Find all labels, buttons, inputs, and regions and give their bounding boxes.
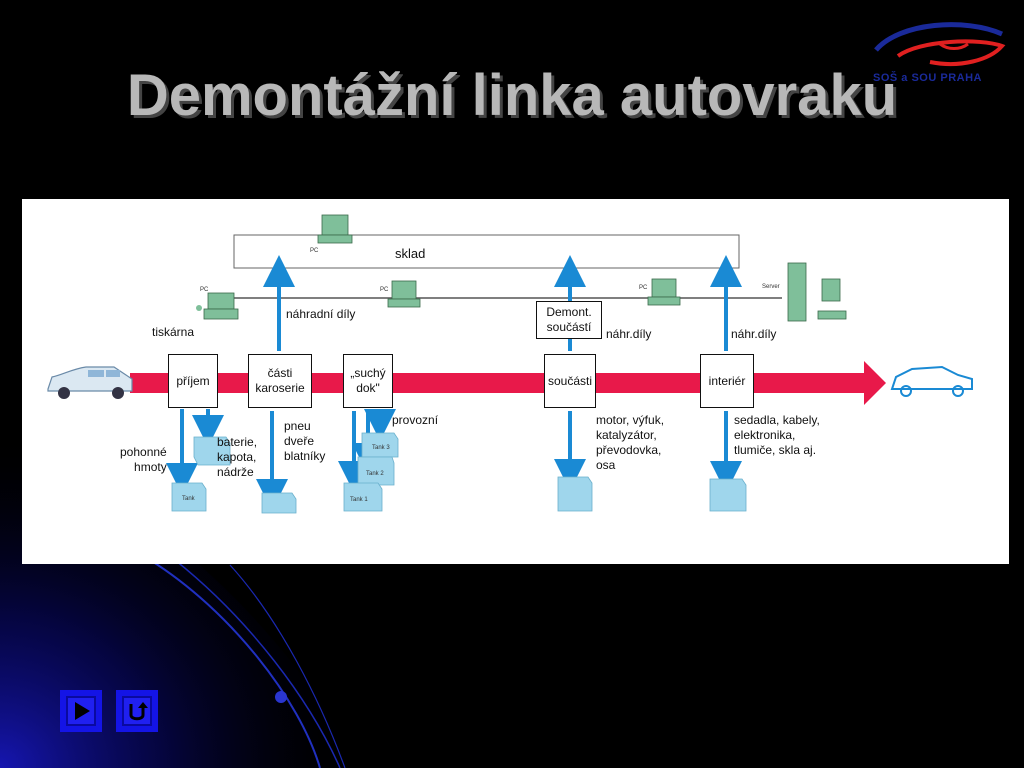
tank-label: Tank 3: [372, 445, 390, 451]
pc-label: PC: [310, 248, 319, 254]
station-karoserie: části karoserie: [248, 354, 312, 408]
printer-label: tiskárna: [152, 325, 195, 339]
station-interier: interiér: [700, 354, 754, 408]
seats-label: sedadla, kabely, elektronika, tlumiče, s…: [734, 413, 820, 457]
engine-label: motor, výfuk, katalyzátor, převodovka, o…: [596, 413, 665, 472]
conveyor-arrow: [130, 361, 886, 405]
logo-text: SOŠ a SOU PRAHA: [873, 72, 982, 84]
play-icon: [66, 696, 96, 726]
return-button[interactable]: [116, 690, 158, 732]
next-slide-button[interactable]: [60, 690, 102, 732]
server-label: Server: [762, 284, 780, 290]
tires-label: pneu dveře blatníky: [284, 419, 326, 463]
pc-label: PC: [639, 285, 648, 291]
storage-label: sklad: [395, 246, 426, 261]
spare-parts-label: náhr.díly: [731, 327, 777, 341]
car-body-icon: [890, 365, 973, 397]
diagram-graphics: [47, 214, 973, 514]
fuel-label: pohonné hmoty: [120, 445, 167, 474]
return-icon: [122, 696, 152, 726]
pc-icon: [203, 214, 847, 322]
spare-parts-label: náhr.díly: [606, 327, 652, 341]
station-dok: „suchý dok": [343, 354, 393, 408]
demont-box: Demont. součástí: [536, 301, 602, 339]
container-icons: [171, 432, 747, 514]
spare-parts-label: náhradní díly: [286, 307, 356, 321]
tank-label: Tank 2: [366, 471, 384, 477]
battery-label: baterie, kapota, nádrže: [217, 435, 258, 479]
station-soucasti: součásti: [544, 354, 596, 408]
car-icon: [47, 366, 133, 399]
pc-label: PC: [200, 287, 209, 293]
station-prijem: příjem: [168, 354, 218, 408]
diagram-panel: PC PC PC PC Server Tank Tank 1 Tank 2 Ta…: [22, 199, 1009, 564]
school-logo: [874, 22, 1006, 67]
pc-label: PC: [380, 287, 389, 293]
tank-label: Tank 1: [350, 497, 368, 503]
operating-label: provozní: [392, 413, 439, 427]
slide-title: Demontážní linka autovraku: [126, 63, 898, 128]
tank-label: Tank: [182, 496, 195, 502]
